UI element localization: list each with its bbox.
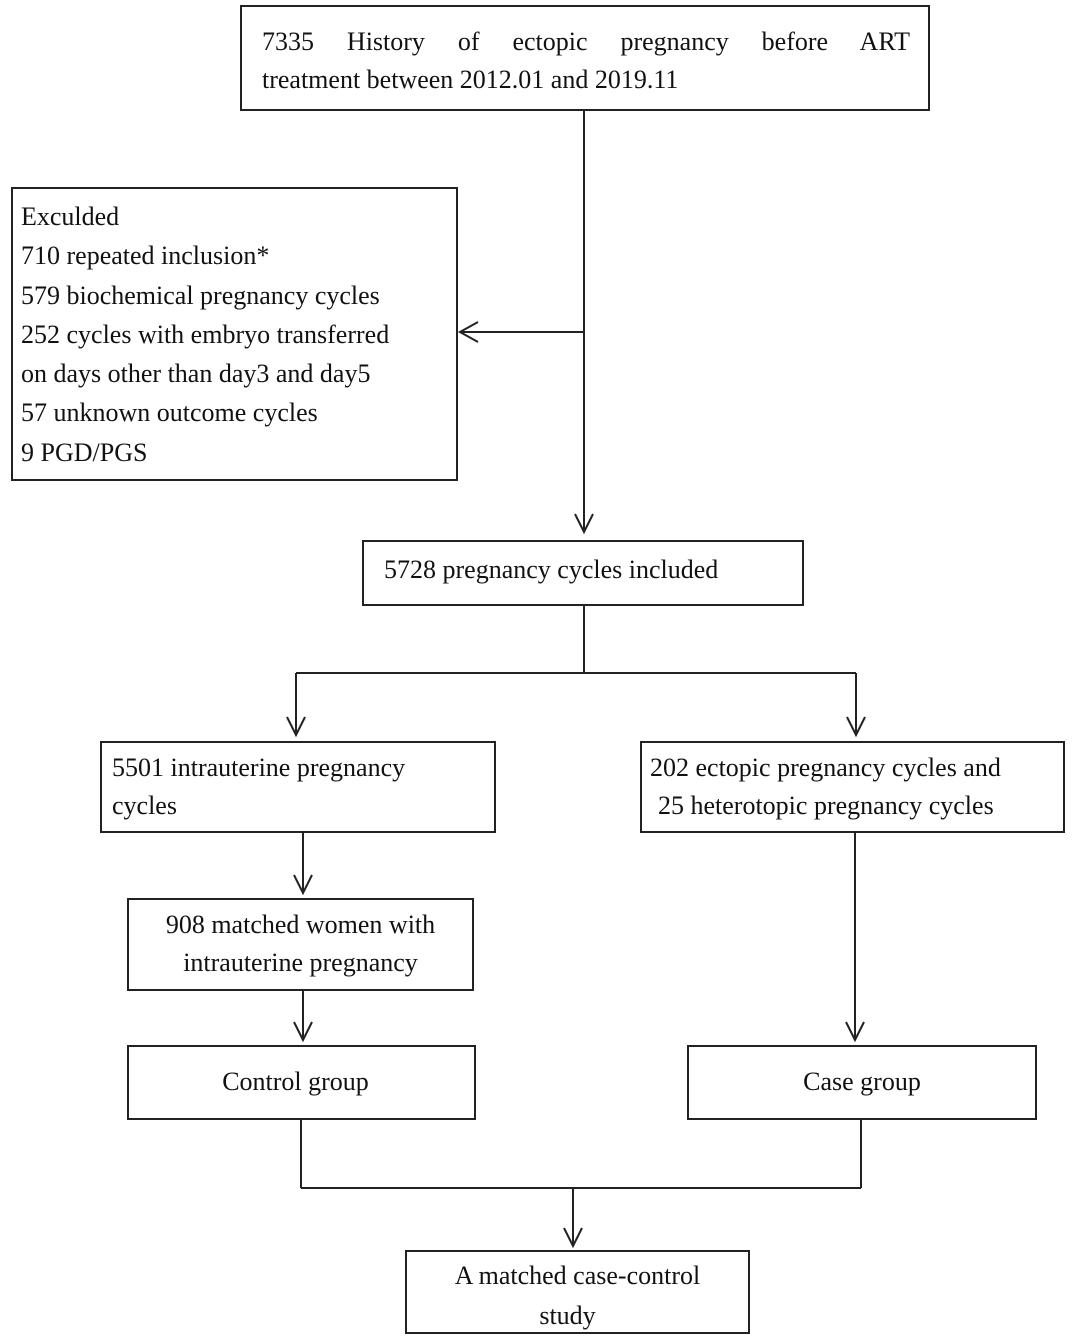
arrowhead-excluded [457,321,479,343]
box-text-line: treatment between 2012.01 and 2019.11 [262,65,679,94]
excluded-item: 252 cycles with embryo transferred [21,319,390,349]
excluded-item: 579 biochemical pregnancy cycles [21,280,380,310]
arrowhead-study [563,1227,583,1249]
box-included: 5728 pregnancy cycles included [362,540,804,606]
arrowhead-matched [293,874,313,896]
box-text-line: 202 ectopic pregnancy cycles and [650,753,1001,782]
box-text-line: 5501 intrauterine pregnancy [112,753,406,782]
box-control-group: Control group [127,1045,476,1120]
box-intrauterine: 5501 intrauterine pregnancy cycles [100,741,496,833]
box-case-group: Case group [687,1045,1037,1120]
box-text-line: A matched case-control [454,1261,701,1290]
box-text-line: Control group [222,1067,369,1096]
box-ectopic-heterotopic: 202 ectopic pregnancy cycles and 25 hete… [640,741,1065,833]
arrowhead-intrauterine [286,716,306,738]
box-text-line: Case group [803,1067,921,1096]
excluded-item: 9 PGD/PGS [21,437,148,467]
arrowhead-ectopic [846,716,866,738]
excluded-item: on days other than day3 and day5 [21,359,371,389]
arrowhead-case [845,1021,865,1043]
arrowhead-included [574,513,594,535]
box-text-line: study [539,1301,596,1330]
box-text-line: 5728 pregnancy cycles included [384,555,719,584]
arrowhead-control [293,1021,313,1043]
box-excluded: Exculded 710 repeated inclusion* 579 bio… [11,187,458,481]
box-history-ectopic: 7335 History of ectopic pregnancy before… [240,5,930,111]
excluded-item: 710 repeated inclusion* [21,241,270,271]
box-text-line: cycles [112,791,177,820]
box-text-line: 25 heterotopic pregnancy cycles [658,791,994,820]
box-text-line: intrauterine pregnancy [183,948,418,977]
box-text-line: 7335 History of ectopic pregnancy before… [262,27,910,56]
excluded-item: 57 unknown outcome cycles [21,398,318,428]
excluded-heading: Exculded [21,202,120,231]
box-case-control-study: A matched case-control study [405,1250,750,1334]
box-text-line: 908 matched women with [165,910,436,939]
box-matched-women: 908 matched women with intrauterine preg… [127,898,474,991]
